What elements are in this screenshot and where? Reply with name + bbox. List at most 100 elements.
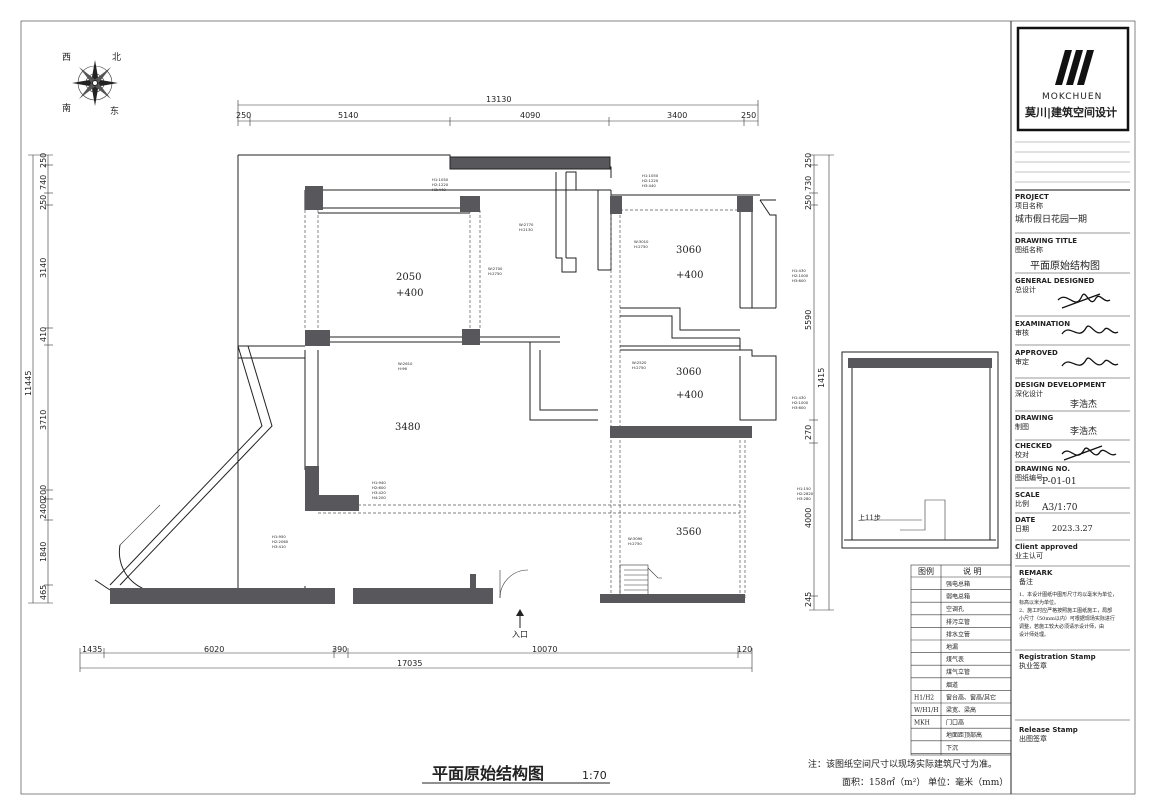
signature-approved xyxy=(1061,357,1119,367)
annotation-tag: H3:280 xyxy=(797,496,811,501)
tb-general-cn: 总设计 xyxy=(1015,285,1036,294)
tb-client-cn: 业主认可 xyxy=(1015,551,1043,560)
legend-item-label: 梁宽、梁高 xyxy=(946,706,976,714)
legend-item-label: 地面距顶部高 xyxy=(946,731,982,739)
dim-left-seg: 1840 xyxy=(39,542,48,562)
annotation-tag: W:2520 xyxy=(632,360,647,365)
dim-left-seg: 2400 xyxy=(39,499,48,519)
room-area: 3480 xyxy=(395,422,420,433)
entrance-arrow-icon xyxy=(516,609,524,628)
remark-line: 1、本设计图纸中图形尺寸均以毫米为单位， xyxy=(1019,591,1117,598)
annotation-tag: H1:950 xyxy=(272,534,286,539)
annotation-tag: H3:420 xyxy=(372,490,386,495)
dim-left-seg: 3140 xyxy=(39,258,48,278)
annotation-tag: H1:430 xyxy=(792,395,806,400)
dim-left-seg: 740 xyxy=(39,175,48,190)
annotation-tag: H:2130 xyxy=(519,227,533,232)
remark-line: 设计师处理。 xyxy=(1019,631,1049,638)
tb-date-en: DATE xyxy=(1015,516,1035,524)
tb-drawing2-en: DRAWING xyxy=(1015,414,1053,422)
compass-north: 北 xyxy=(112,52,121,63)
room-area: 3060 xyxy=(676,367,701,378)
room-labels: 2050 +400 3060 +400 3060 +400 3480 3560 xyxy=(395,245,703,538)
annotation-tag: H1:940 xyxy=(372,480,386,485)
tb-drawing-cn: 图纸名称 xyxy=(1015,245,1043,254)
room-area: 2050 xyxy=(396,272,421,283)
room-area: 3060 xyxy=(676,245,701,256)
annotation-tag: H2:600 xyxy=(372,485,386,490)
legend-item-label: 烟道 xyxy=(946,681,958,689)
annotation-tag: W:2770 xyxy=(519,222,534,227)
legend-item-label: 地漏 xyxy=(946,643,958,651)
signature-checked xyxy=(1061,445,1117,461)
logo-cn: 莫川|建筑空间设计 xyxy=(1024,105,1117,119)
legend-item-label: 煤气表 xyxy=(946,656,964,664)
legend-item-label: 强电总箱 xyxy=(946,580,970,588)
legend-symbol: H1/H2 xyxy=(914,694,934,701)
legend-symbol: W/H1/H xyxy=(914,707,939,714)
tb-remark-cn: 备注 xyxy=(1019,577,1033,586)
legend-symbol: MKH xyxy=(914,720,930,727)
compass-south: 南 xyxy=(62,102,71,114)
legend-table xyxy=(910,564,1012,756)
annotation-tag: H4:200 xyxy=(372,495,386,500)
dim-bottom-seg: 120 xyxy=(737,645,752,654)
legend-item-label: 下沉 xyxy=(946,744,958,752)
annotation-tag: H3:600 xyxy=(792,278,806,283)
compass-east: 东 xyxy=(110,105,119,117)
annotation-tag: W:3010 xyxy=(634,239,649,244)
remark-line: 标高以米为单位。 xyxy=(1019,599,1059,606)
annotation-tag: H2:1000 xyxy=(792,400,809,405)
annotation-tag: H3:600 xyxy=(792,405,806,410)
annotation-tag: W:2700 xyxy=(488,266,503,271)
dim-bottom-seg: 390 xyxy=(332,645,347,654)
tb-project-en: PROJECT xyxy=(1015,193,1049,201)
legend-item-label: 空调孔 xyxy=(946,605,964,613)
tb-rel-en: Release Stamp xyxy=(1019,726,1078,734)
tb-drawing2-cn: 制图 xyxy=(1015,422,1029,431)
floor-plan xyxy=(94,154,777,603)
tb-client-en: Client approved xyxy=(1015,543,1078,551)
tb-exam-cn: 审核 xyxy=(1015,328,1029,337)
bottom-dimension-lines xyxy=(79,648,753,672)
annotation-tag: W:3090 xyxy=(628,536,643,541)
dim-right-aux: 1415 xyxy=(817,368,826,388)
dim-left-total: 11445 xyxy=(24,371,33,396)
dim-right-seg: 5590 xyxy=(804,310,813,330)
dim-right-seg: 250 xyxy=(804,153,813,168)
dim-right-seg: 730 xyxy=(804,176,813,191)
remark-line: 调整，若施工较大必须请示设计师，由 xyxy=(1019,623,1104,630)
tb-no-val: P-01-01 xyxy=(1042,477,1077,487)
tb-approved-en: APPROVED xyxy=(1015,349,1058,357)
annotation-tag: H3:410 xyxy=(272,544,286,549)
dim-top-seg: 250 xyxy=(236,111,251,120)
dim-left-seg: 200 xyxy=(39,485,48,500)
dim-top-seg: 4090 xyxy=(520,111,540,120)
tb-drawing-en: DRAWING TITLE xyxy=(1015,237,1077,245)
stair-symbol xyxy=(619,564,662,598)
room-level: +400 xyxy=(396,288,423,299)
logo-en: MOKCHUEN xyxy=(1042,92,1102,102)
dim-top-seg: 3400 xyxy=(667,111,687,120)
room-level: +400 xyxy=(676,270,703,281)
tb-remark-en: REMARK xyxy=(1019,569,1053,577)
dim-left-seg: 410 xyxy=(39,327,48,342)
signature-general xyxy=(1057,293,1111,309)
dim-bottom-seg: 6020 xyxy=(204,645,224,654)
dim-right-seg: 250 xyxy=(804,195,813,210)
tb-project-cn: 项目名称 xyxy=(1015,201,1043,210)
annotation-tag: H:2750 xyxy=(628,541,642,546)
tb-dev-cn: 深化设计 xyxy=(1015,389,1043,398)
dim-right-seg: 4000 xyxy=(804,508,813,528)
dim-bottom-seg: 10070 xyxy=(532,645,557,654)
annotation-tag: H1:1050 xyxy=(642,173,659,178)
drawing-scale: 1:70 xyxy=(582,769,607,782)
tb-scale-val: A3/1:70 xyxy=(1041,503,1078,513)
dim-top-seg: 250 xyxy=(741,111,756,120)
footer-area: 面积：158㎡（m²） 单位：毫米（mm） xyxy=(842,776,1008,788)
annotation-tag: H3:440 xyxy=(432,187,446,192)
tb-scale-cn: 比例 xyxy=(1015,499,1029,508)
remark-line: 2、施工时应严格按照施工图纸施工，局部 xyxy=(1019,607,1112,614)
annotation-tag: H:2750 xyxy=(488,271,502,276)
title-block-lines xyxy=(1015,141,1130,721)
